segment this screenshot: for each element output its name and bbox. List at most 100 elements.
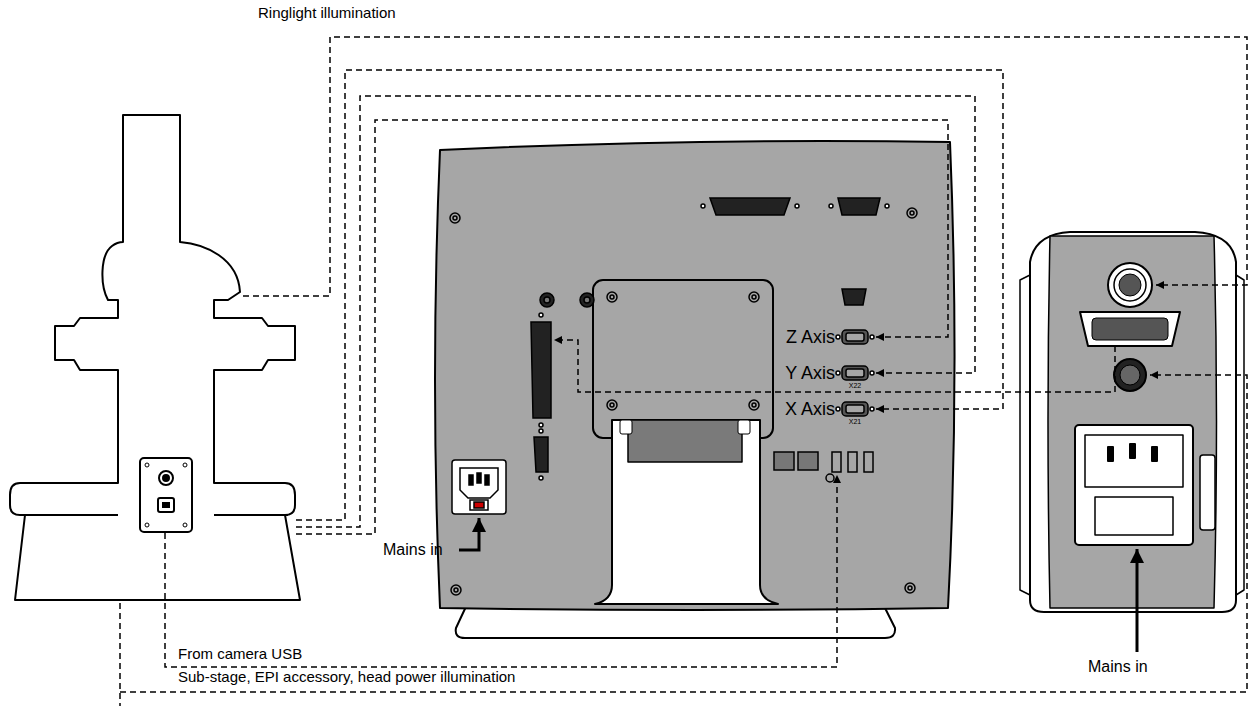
controller-unit-rect [1130, 444, 1135, 458]
panel-connectors-circle [539, 423, 543, 427]
panel-connectors-circle [885, 204, 889, 208]
controller-unit-rect [1152, 447, 1157, 461]
panel-connectors-rect [485, 475, 489, 485]
panel-screws-circle [907, 208, 917, 218]
panel-connectors-rect [848, 452, 857, 472]
panel-screws-circle [905, 583, 915, 593]
panel-connectors-path [460, 468, 498, 498]
panel-connectors-circle [539, 476, 543, 480]
panel-connectors-circle [795, 204, 799, 208]
wire-label: Ringlight illumination [258, 4, 396, 21]
panel-connectors-circle [580, 293, 594, 307]
controller-unit-rect [1092, 318, 1168, 340]
panel-connectors-rect [798, 452, 818, 470]
panel-connectors-path [531, 322, 551, 418]
controller-unit-circle [1108, 263, 1152, 307]
panel-screws-circle [910, 211, 914, 215]
panel-connectors-circle [870, 407, 874, 411]
panel-connectors-rect [832, 452, 841, 472]
panel-connectors-rect [474, 502, 484, 508]
panel-screws-circle [451, 585, 461, 595]
panel-connectors-rect [842, 402, 868, 416]
panel-connectors-rect [842, 366, 868, 380]
panel-screws-circle [607, 292, 617, 302]
port-label: Z Axis [786, 327, 835, 348]
panel-connectors-path [838, 198, 880, 215]
panel-connectors-circle [584, 297, 590, 303]
panel-connectors-circle [701, 204, 705, 208]
microscope-stand-circle [183, 523, 187, 527]
panel-screws-circle [610, 403, 614, 407]
controller-unit-rect [1200, 455, 1215, 530]
panel-connectors-path [534, 437, 548, 472]
mains-arrows-path [459, 518, 479, 550]
controller-unit-circle [1114, 359, 1146, 391]
panel-connectors-path [842, 289, 866, 305]
microscope-stand-circle [145, 463, 149, 467]
monitor-panel-path [435, 141, 955, 610]
panel-screws-circle [453, 216, 457, 220]
wiring-path [296, 96, 975, 527]
microscope-stand-circle [183, 463, 187, 467]
monitor-panel [435, 141, 955, 610]
panel-screws-circle [908, 586, 912, 590]
controller-unit-rect [1085, 435, 1183, 487]
panel-screws-circle [749, 292, 759, 302]
port-id: X21 [849, 418, 861, 426]
controller-unit-path [1030, 232, 1236, 612]
panel-connectors-circle [539, 429, 543, 433]
controller-unit-path [1080, 312, 1180, 346]
panel-connectors-circle [836, 335, 840, 339]
panel-connectors-rect [846, 333, 864, 341]
port-label: X Axis [785, 399, 835, 420]
panel-connectors-rect [469, 475, 473, 485]
panel-connectors-circle [539, 313, 543, 317]
panel-connectors [452, 198, 889, 514]
panel-connectors-circle [836, 407, 840, 411]
wiring-path [296, 120, 948, 534]
monitor-panel-path [595, 420, 778, 604]
wire-label: Sub-stage, EPI accessory, head power ill… [178, 668, 515, 685]
panel-screws-circle [752, 295, 756, 299]
microscope-stand-path [10, 115, 300, 600]
wiring-path [119, 603, 121, 706]
controller-unit-circle [1120, 365, 1140, 385]
panel-connectors-rect [846, 405, 864, 413]
panel-connectors-rect [477, 473, 481, 483]
panel-connectors-rect [864, 452, 873, 472]
microscope-stand-rect [158, 498, 174, 512]
wiring-path [296, 70, 1003, 520]
panel-screws-circle [454, 588, 458, 592]
panel-connectors-circle [540, 293, 554, 307]
controller-unit [1020, 232, 1244, 612]
panel-connectors-circle [870, 335, 874, 339]
microscope-stand-rect [140, 458, 192, 532]
controller-unit-rect [1075, 425, 1193, 545]
monitor-panel-rect [593, 280, 773, 438]
monitor-panel-rect [628, 420, 742, 462]
mains-arrows-path [1136, 549, 1139, 652]
controller-unit-rect [1108, 447, 1113, 461]
microscope-stand-circle [145, 523, 149, 527]
power-label: Mains in [1088, 658, 1148, 676]
monitor-panel-rect [620, 420, 632, 434]
panel-screws-circle [607, 400, 617, 410]
panel-connectors-circle [544, 297, 550, 303]
controller-unit-path [1048, 236, 1217, 608]
panel-screws-circle [752, 403, 756, 407]
wiring-path [554, 340, 1115, 392]
power-label: Mains in [383, 541, 443, 559]
panel-connectors-rect [842, 330, 868, 344]
controller-unit-circle [1114, 269, 1146, 301]
wiring-path [165, 475, 837, 667]
port-label: Y Axis [785, 363, 835, 384]
panel-connectors-circle [870, 371, 874, 375]
microscope-stand-circle [159, 471, 173, 485]
wiring-path [120, 375, 1247, 692]
port-id: X22 [849, 382, 861, 390]
wire-label: From camera USB [178, 645, 302, 662]
microscope-stand-rect [162, 502, 170, 508]
